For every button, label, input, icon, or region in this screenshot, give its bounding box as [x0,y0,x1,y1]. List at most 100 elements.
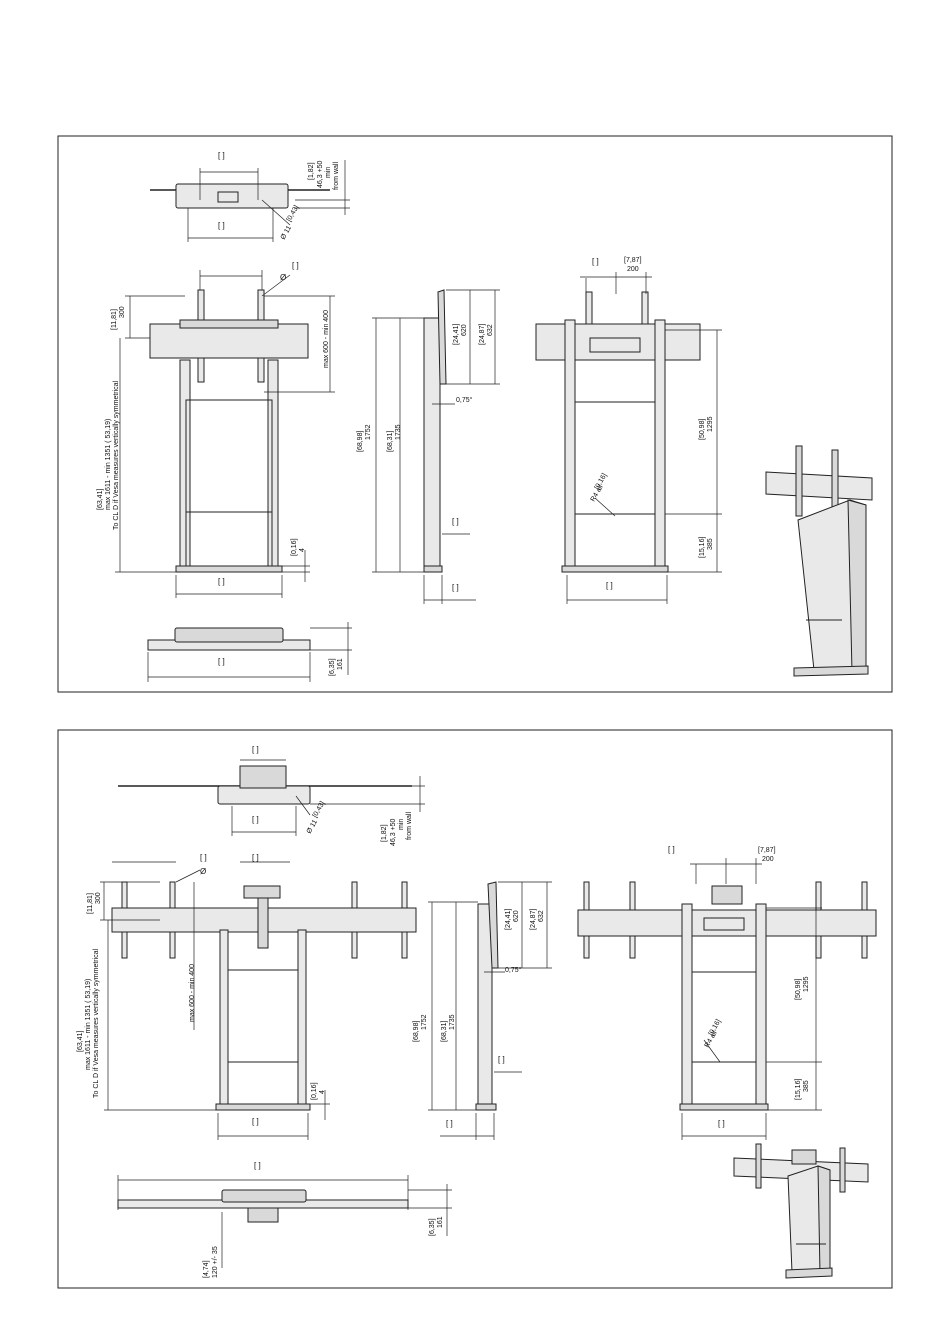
p1-d161-mm: 161 [337,658,344,670]
p1-d620-mm: 620 [461,324,468,336]
p1-w200-imp: [7,87] [624,257,642,264]
p2-side-view: [24,41] 620 [24,87] 632 0,75° [68,98] 17… [413,881,552,1140]
p2-h385-mm: 385 [803,1080,810,1092]
p2-front-phi: Ø [200,867,206,876]
p2-r4-mm: R4 all [704,1030,719,1049]
p1-top-view: [ ] [ ] [1,82] 46,3 +50 min from wall [0… [150,151,350,242]
p1-angle: 0,75° [456,396,473,404]
p1-wall-from: from wall [333,162,340,190]
p2-d120-mm: 120 +/- 35 [212,1246,219,1278]
p2-wall-min: min [398,819,405,830]
p2-wall-mm: 46,3 +50 [390,818,397,846]
p1-h385-imp: [15,16] [699,537,706,558]
p2-h1752-imp: [68,98] [413,1021,420,1042]
p2-plan-view: [ ] [6,35] 161 [4,74] 120 +/- 35 [117,1161,452,1278]
p2-h1735-mm: 1735 [449,1014,456,1030]
p2-d632-imp: [24,87] [530,909,537,930]
p2-h4-mm: 4 [319,1090,326,1094]
p2-d120-imp: [4,74] [203,1260,210,1278]
p2-wall-from: from wall [406,812,413,840]
p2-side-br2: [ ] [446,1119,453,1128]
p1-front-width: [ ] [218,577,225,586]
p1-front-phi: Ø [280,273,286,282]
p1-rear-br-bottom: [ ] [606,581,613,590]
p2-hole-mm: Ø 11 [306,819,319,835]
p1-cl-range: max 1611 - min 1351 ( 53,19) [105,419,112,510]
p1-side-view: [24,41] 620 [24,87] 632 0,75° [68,98] 17… [357,289,500,604]
p2-rear-br-top: [ ] [668,845,675,854]
p1-plan-width: [ ] [218,657,225,666]
p1-vesa-range: max 600 - min 400 [323,310,330,368]
p1-side-br1: [ ] [452,517,459,526]
p1-front-view: Ø [ ] [11,81] 300 max 600 - min 400 [63,… [97,261,335,598]
p1-h1295-mm: 1295 [707,416,714,432]
p2-d161-imp: [6,35] [429,1218,436,1236]
p1-d161-imp: [6,35] [329,658,336,676]
p2-h1295-imp: [50,98] [795,979,802,1000]
p1-rear-br-top: [ ] [592,257,599,266]
p1-wall-min: min [325,167,332,178]
p2-h1295-mm: 1295 [803,976,810,992]
p2-rear-br-bottom: [ ] [718,1119,725,1128]
p2-w200-imp: [7,87] [758,847,776,854]
p1-wall-mm: 46,3 +50 [317,160,324,188]
p2-front-br-b: [ ] [252,853,259,862]
p1-d620-imp: [24,41] [453,324,460,345]
p1-side-br2: [ ] [452,583,459,592]
p2-angle: 0,75° [505,966,522,974]
p2-h1752-mm: 1752 [421,1014,428,1030]
p1-plan-view: [ ] [6,35] 161 [147,622,352,682]
p2-plan-width: [ ] [254,1161,261,1170]
p2-w200-mm: 200 [762,856,774,863]
p2-front-view: Ø [ ] [ ] [11,81] 300 max 600 - min 400 … [77,853,417,1140]
p2-side-br1: [ ] [498,1055,505,1064]
p2-hole-imp: [0,43] [312,800,327,819]
p2-cl-range: max 1611 - min 1351 ( 53,19) [85,979,92,1070]
p2-top-bracket-top: [ ] [252,745,259,754]
p1-d632-mm: 632 [487,324,494,336]
p1-cl-note: To CL D if Vesa measures vertically symm… [113,380,120,530]
p2-d620-mm: 620 [513,910,520,922]
p2-front-width: [ ] [252,1117,259,1126]
p2-cl-imp: [63,41] [77,1031,84,1052]
p2-top-view: [ ] [ ] [0,43] Ø 11 [1,82] 46,3 +50 min … [118,745,425,846]
p2-h300-mm: 300 [95,892,102,904]
p1-top-bracket-top: [ ] [218,151,225,160]
p1-h300-mm: 300 [119,306,126,318]
p1-h4-mm: 4 [299,548,306,552]
p1-rear-view: [ ] [7,87] 200 [50,98] 1295 [0,16] R4 al… [535,257,722,604]
p1-h4-imp: [0,16] [291,538,298,556]
p2-h1735-imp: [68,31] [441,1021,448,1042]
p2-h4-imp: [0,16] [311,1082,318,1100]
p1-hole-mm: Ø 11 [280,225,293,241]
p1-perspective-view [765,445,873,677]
p2-wall-imp: [1,82] [381,824,388,842]
p1-h1752-imp: [68,98] [357,431,364,452]
p2-h300-imp: [11,81] [87,893,94,914]
p1-h1735-mm: 1735 [395,424,402,440]
panel-2-frame [57,729,893,1289]
p1-top-bracket-bottom: [ ] [218,221,225,230]
p2-front-br-a: [ ] [200,853,207,862]
p1-front-phi-bracket: [ ] [292,261,299,270]
p1-h1735-imp: [68,31] [387,431,394,452]
p1-h1752-mm: 1752 [365,424,372,440]
p2-cl-note: To CL D if Vesa measures vertically symm… [93,948,100,1098]
p2-h385-imp: [15,16] [795,1079,802,1100]
p2-perspective-view [733,1143,869,1279]
p1-h1295-imp: [50,98] [699,419,706,440]
p2-rear-view: [ ] [7,87] 200 [50,98] 1295 [0,16] R4 al… [577,845,877,1140]
panel-1-frame [57,135,893,693]
p2-top-bracket-bottom: [ ] [252,815,259,824]
p1-wall-imp: [1,82] [308,162,315,180]
p1-r4-mm: R4 all [590,484,605,503]
p1-d632-imp: [24,87] [479,324,486,345]
p1-w200-mm: 200 [627,266,639,273]
p1-h385-mm: 385 [707,538,714,550]
p1-h300-imp: [11,81] [111,309,118,330]
p1-cl-imp: [63,41] [97,489,104,510]
p2-d632-mm: 632 [538,910,545,922]
p2-d620-imp: [24,41] [505,909,512,930]
p2-vesa-range: max 600 - min 400 [189,964,196,1022]
